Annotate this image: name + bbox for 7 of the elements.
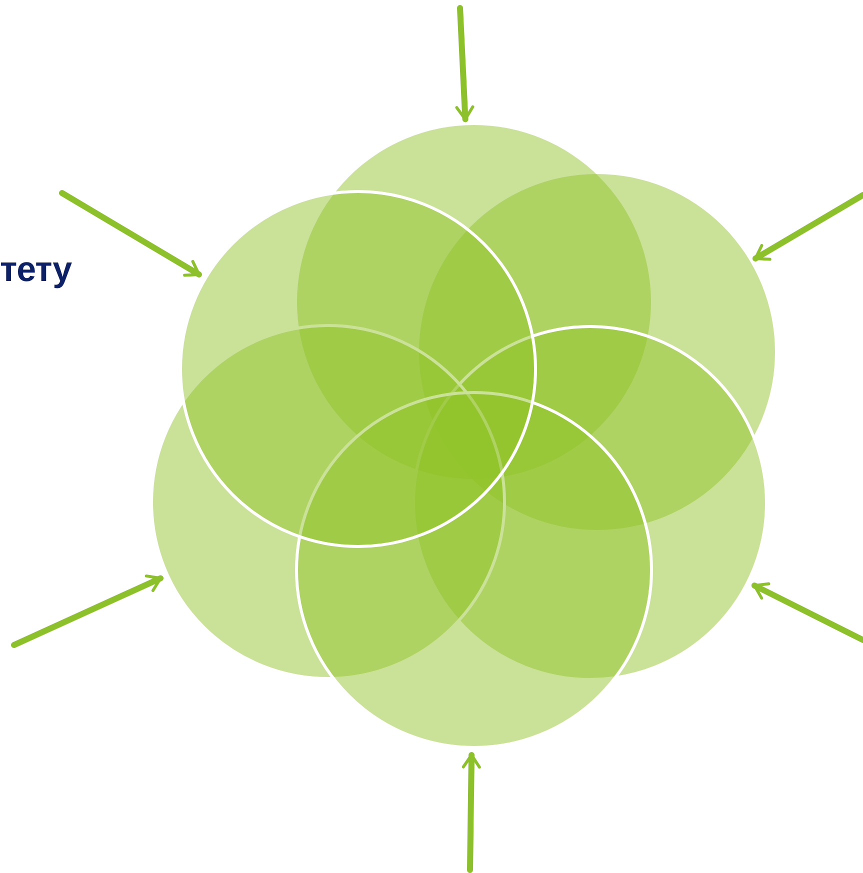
arrow xyxy=(11,574,164,648)
arrow xyxy=(751,582,863,643)
arrow xyxy=(752,192,863,262)
arrow xyxy=(59,190,202,278)
arrow xyxy=(462,752,481,873)
heading-fragment: тету xyxy=(0,250,72,290)
arrow xyxy=(455,5,474,122)
